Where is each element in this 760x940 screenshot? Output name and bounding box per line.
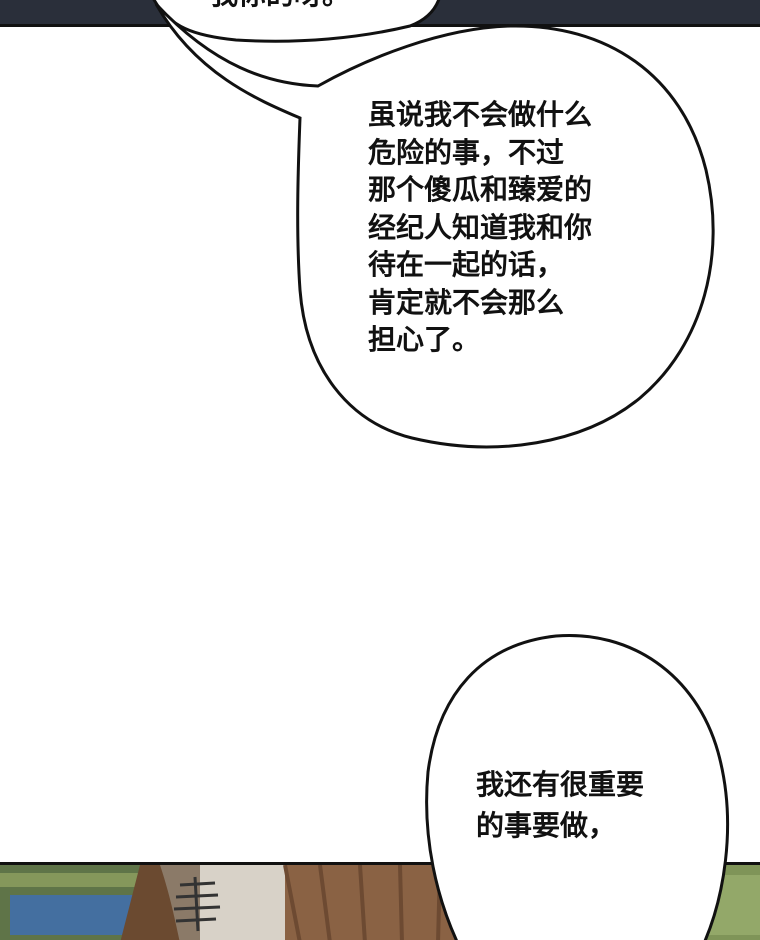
speech-line: 我还有很重要	[476, 768, 645, 801]
speech-line: 那个傻瓜和臻爱的	[368, 173, 593, 206]
speech-line: 经纪人知道我和你	[368, 210, 593, 244]
speech-line: 待在一起的话，	[368, 248, 565, 281]
speech-line: 虽说我不会做什么	[368, 98, 593, 131]
speech-line: 我你的呀。	[210, 0, 350, 12]
speech-bubble-top	[152, 0, 441, 43]
speech-bubble-bottom	[425, 633, 730, 940]
speech-line: 担心了。	[368, 323, 481, 356]
speech-bubble-middle	[154, 2, 715, 449]
speech-line: 危险的事，不过	[368, 135, 565, 169]
speech-line: 肯定就不会那么	[368, 285, 565, 319]
speech-line: 的事要做，	[476, 809, 617, 842]
speech-text-middle: 虽说我不会做什么 危险的事，不过 那个傻瓜和臻爱的 经纪人知道我和你 待在一起的…	[368, 96, 592, 359]
speech-text-bottom: 我还有很重要 的事要做，	[476, 764, 644, 846]
hair-tie-marks	[173, 876, 221, 932]
speech-text-top: 我你的呀。	[210, 0, 350, 12]
